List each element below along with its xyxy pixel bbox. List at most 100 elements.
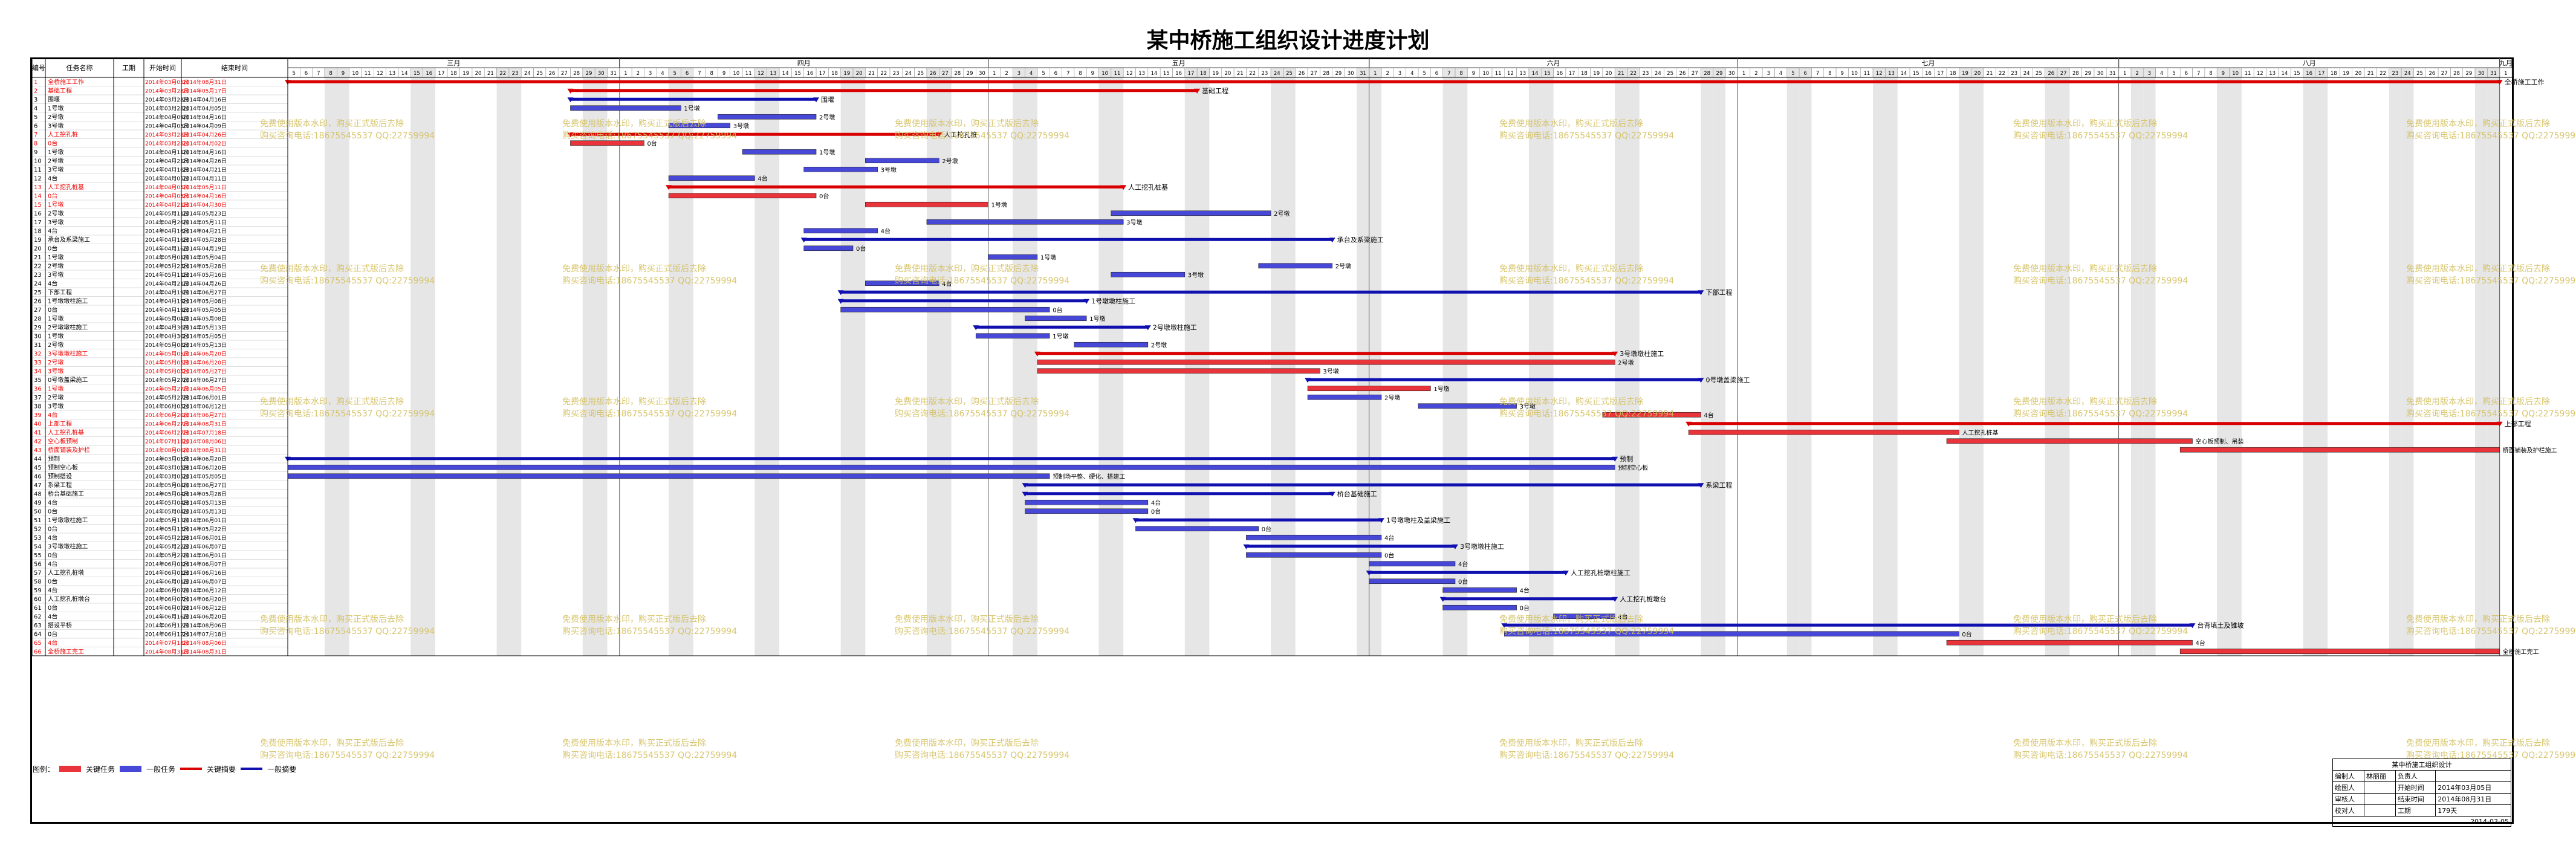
day-tick-label: 8 <box>1079 71 1082 77</box>
bar-label: 2号墩 <box>942 157 958 165</box>
task-start: 2014年05月23日 <box>145 263 189 270</box>
day-tick-label: 27 <box>942 71 949 77</box>
task-end: 2014年06月20日 <box>183 596 227 603</box>
task-bar <box>1307 394 1382 400</box>
summary-cap-end <box>1144 325 1151 331</box>
bar-label: 预制 <box>1620 455 1633 463</box>
task-start: 2014年06月07日 <box>145 604 189 612</box>
summary-bar <box>1025 492 1332 496</box>
task-id: 48 <box>34 491 42 498</box>
task-bar <box>718 114 817 120</box>
bar-label: 1号墩 <box>1089 315 1105 323</box>
task-id: 60 <box>34 597 42 603</box>
task-bar <box>1442 587 1517 593</box>
tb-cell: 179天 <box>2435 804 2511 817</box>
summary-bar <box>1025 483 1701 487</box>
summary-bar <box>840 290 1701 294</box>
task-start: 2014年06月07日 <box>145 596 189 603</box>
weekend-band <box>2303 68 2315 656</box>
task-start: 2014年04月05日 <box>145 175 189 183</box>
task-name: 2号墩 <box>48 341 63 349</box>
weekend-band <box>2130 68 2144 656</box>
task-id: 18 <box>34 228 42 235</box>
task-id: 27 <box>34 307 42 314</box>
task-name: 3号墩 <box>48 271 63 279</box>
task-name: 人工挖孔桩基 <box>48 183 84 191</box>
day-tick-label: 14 <box>1151 71 1158 77</box>
bar-label: 4台 <box>758 175 767 183</box>
task-end: 2014年06月01日 <box>183 552 227 559</box>
task-id: 35 <box>34 377 42 384</box>
month-label: 九月 <box>2499 59 2513 67</box>
task-end: 2014年05月05日 <box>183 306 227 314</box>
task-name: 4台 <box>48 227 57 235</box>
task-start: 2014年03月28日 <box>145 140 189 147</box>
task-name: 1号墩 <box>48 385 63 393</box>
day-tick-label: 5 <box>673 71 676 77</box>
day-tick-label: 4 <box>1410 71 1413 77</box>
bar-label: 下部工程 <box>1705 288 1732 296</box>
day-tick-label: 14 <box>401 71 408 77</box>
task-end: 2014年08月06日 <box>183 639 227 647</box>
title-block-date: 2014-03-05 <box>2332 816 2511 827</box>
task-end: 2014年06月20日 <box>183 613 227 621</box>
day-tick-label: 27 <box>561 71 568 77</box>
task-name: 3号墩 <box>48 166 63 173</box>
task-id: 63 <box>34 623 42 629</box>
day-tick-label: 22 <box>1249 71 1256 77</box>
task-end: 2014年07月18日 <box>183 429 227 436</box>
task-name: 4台 <box>48 560 57 568</box>
day-tick-label: 5 <box>1042 71 1045 77</box>
day-tick-label: 13 <box>2269 71 2276 77</box>
task-name: 0台 <box>48 551 57 559</box>
summary-bar <box>669 185 1124 189</box>
task-id: 6 <box>34 123 37 130</box>
day-tick-label: 9 <box>1091 71 1094 77</box>
tb-cell: 2014年03月05日 <box>2435 781 2511 794</box>
task-id: 29 <box>34 325 42 331</box>
bar-label: 3号墩 <box>1520 403 1536 410</box>
task-start: 2014年04月30日 <box>145 333 189 340</box>
task-id: 40 <box>34 421 42 428</box>
legend-summary-label: 一般摘要 <box>267 765 297 774</box>
day-tick-label: 8 <box>329 71 332 77</box>
summary-bar <box>1246 545 1455 548</box>
task-bar <box>865 158 939 164</box>
day-tick-label: 1 <box>2504 71 2507 77</box>
summary-cap-start <box>1243 544 1250 549</box>
day-tick-label: 6 <box>1054 71 1057 77</box>
task-end: 2014年06月12日 <box>183 604 227 612</box>
day-tick-label: 10 <box>733 71 739 77</box>
day-tick-label: 18 <box>831 71 838 77</box>
task-bar <box>2179 649 2500 655</box>
summary-bar <box>288 80 2500 83</box>
task-bar <box>570 140 644 146</box>
day-tick-label: 22 <box>1630 71 1637 77</box>
task-name: 空心板预制 <box>48 438 78 445</box>
bar-label: 0台 <box>647 140 657 147</box>
bar-label: 预制场平整、硬化、搭建工 <box>1053 473 1125 480</box>
weekend-band <box>669 68 681 656</box>
weekend-band <box>2143 68 2156 656</box>
day-tick-label: 23 <box>1262 71 1268 77</box>
day-tick-label: 7 <box>1447 71 1450 77</box>
task-bar <box>926 219 1124 225</box>
task-bar <box>287 473 1050 479</box>
task-end: 2014年08月31日 <box>183 447 227 454</box>
task-start: 2014年04月16日 <box>145 166 189 173</box>
task-bar <box>287 464 1615 470</box>
task-name: 0台 <box>48 192 57 200</box>
task-end: 2014年06月27日 <box>183 377 227 384</box>
task-id: 39 <box>34 412 42 419</box>
task-bar <box>1688 429 1959 435</box>
task-end: 2014年04月16日 <box>183 96 227 103</box>
day-tick-label: 30 <box>598 71 605 77</box>
task-bar <box>1553 613 1615 619</box>
day-tick-label: 28 <box>2072 71 2079 77</box>
day-tick-label: 26 <box>930 71 936 77</box>
task-bar <box>1246 552 1382 558</box>
task-bar <box>865 201 988 207</box>
day-tick-label: 12 <box>1126 71 1133 77</box>
task-id: 26 <box>34 299 42 305</box>
